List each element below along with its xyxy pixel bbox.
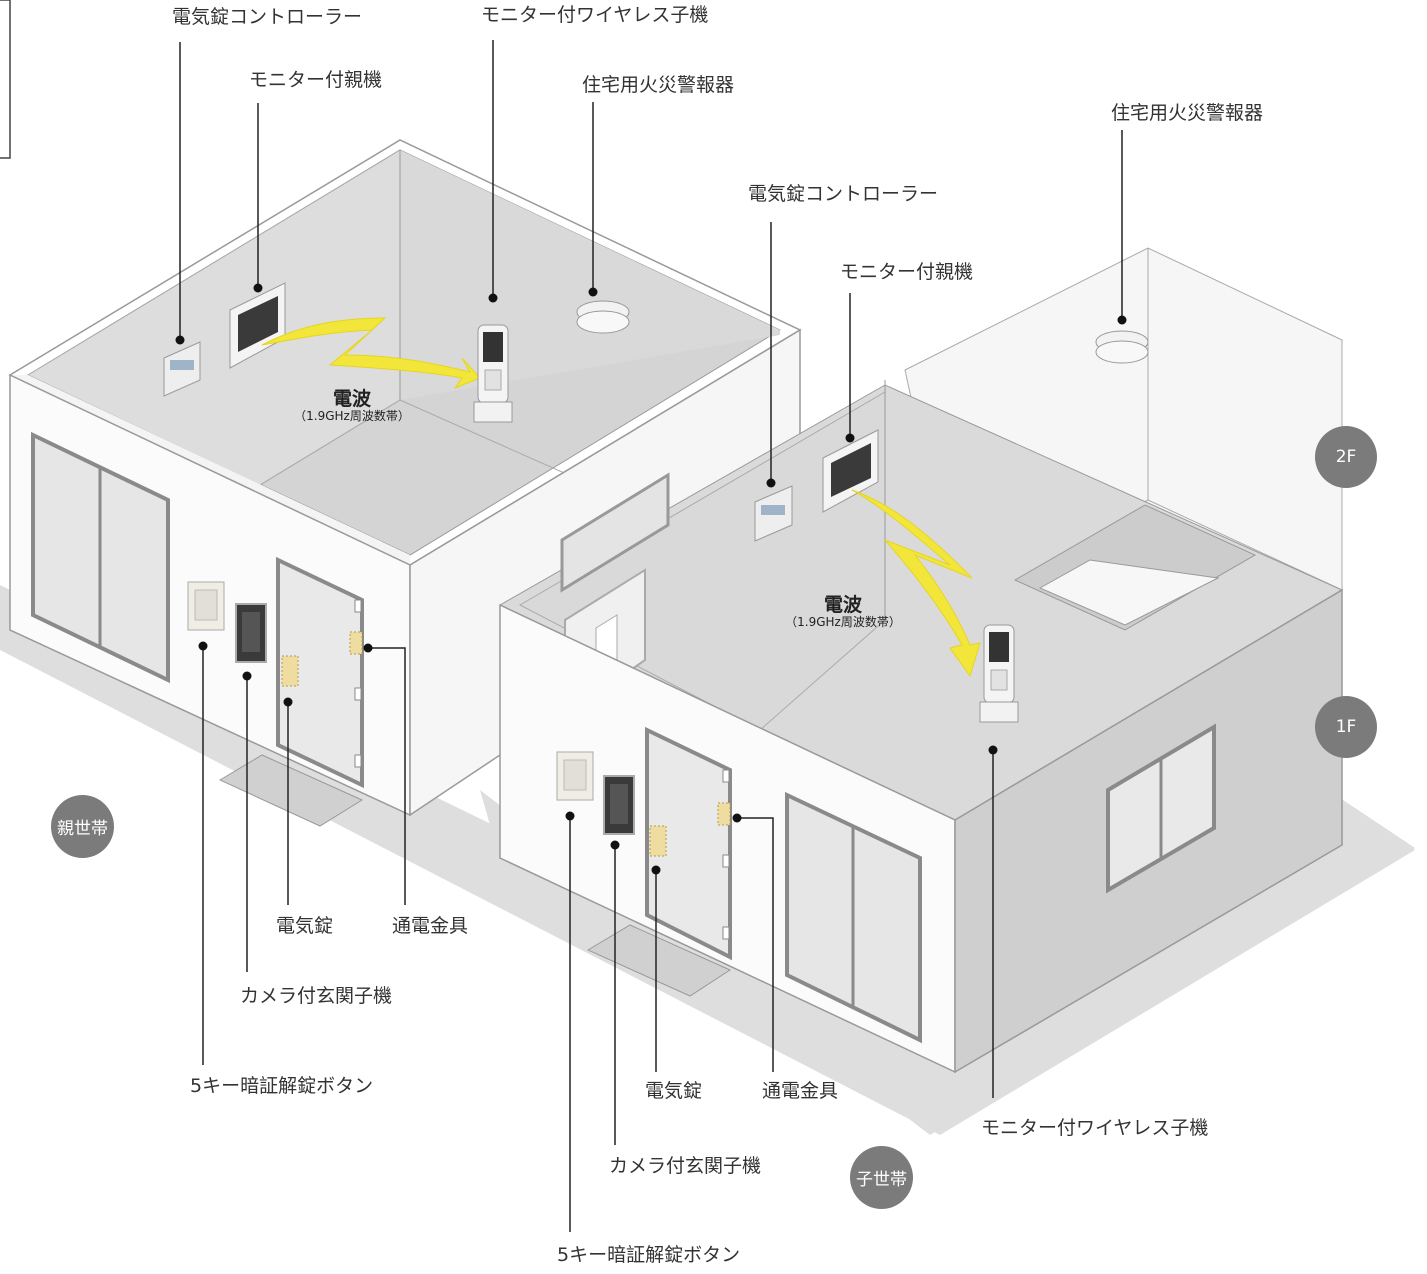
label-fire-alarm-parent: 住宅用火災警報器 bbox=[582, 74, 735, 96]
wave-label-child: 電波 （1.9GHz周波数帯） bbox=[773, 595, 913, 629]
label-power-fitting-parent: 通電金具 bbox=[392, 915, 469, 937]
label-wireless-handset-parent: モニター付ワイヤレス子機 bbox=[481, 4, 709, 26]
label-key-button-parent: 5キー暗証解錠ボタン bbox=[190, 1075, 374, 1097]
label-wireless-handset-child: モニター付ワイヤレス子機 bbox=[981, 1117, 1209, 1139]
wave-title-child: 電波 bbox=[823, 594, 862, 616]
wave-arrow-parent bbox=[261, 317, 481, 390]
label-camera-door-station-parent: カメラ付玄関子機 bbox=[240, 985, 393, 1007]
child-house bbox=[498, 247, 1344, 1074]
label-fire-alarm-child: 住宅用火災警報器 bbox=[1111, 102, 1264, 124]
wave-label-parent: 電波 （1.9GHz周波数帯） bbox=[282, 389, 422, 423]
label-lock-controller-parent: 電気錠コントローラー bbox=[172, 6, 363, 28]
leader-lines bbox=[179, 40, 1123, 1232]
label-power-fitting-child: 通電金具 bbox=[762, 1080, 839, 1102]
badge-child-household: 子世帯 bbox=[850, 1146, 913, 1209]
badge-floor-1f: 1F bbox=[1315, 696, 1377, 758]
badge-parent-household: 親世帯 bbox=[51, 795, 114, 858]
leader-dots bbox=[175, 283, 1127, 875]
label-electric-lock-parent: 電気錠 bbox=[276, 915, 334, 937]
wave-frequency-parent: （1.9GHz周波数帯） bbox=[294, 408, 410, 423]
label-camera-door-station-child: カメラ付玄関子機 bbox=[609, 1155, 762, 1177]
badge-floor-2f: 2F bbox=[1315, 426, 1377, 488]
label-monitor-main-child: モニター付親機 bbox=[840, 261, 974, 283]
label-monitor-main-parent: モニター付親機 bbox=[249, 69, 383, 91]
label-key-button-child: 5キー暗証解錠ボタン bbox=[557, 1244, 741, 1266]
wave-arrow-child bbox=[851, 489, 981, 678]
label-electric-lock-child: 電気錠 bbox=[645, 1080, 703, 1102]
label-lock-controller-child: 電気錠コントローラー bbox=[748, 183, 939, 205]
wave-frequency-child: （1.9GHz周波数帯） bbox=[785, 614, 901, 629]
wave-title-parent: 電波 bbox=[332, 388, 371, 410]
